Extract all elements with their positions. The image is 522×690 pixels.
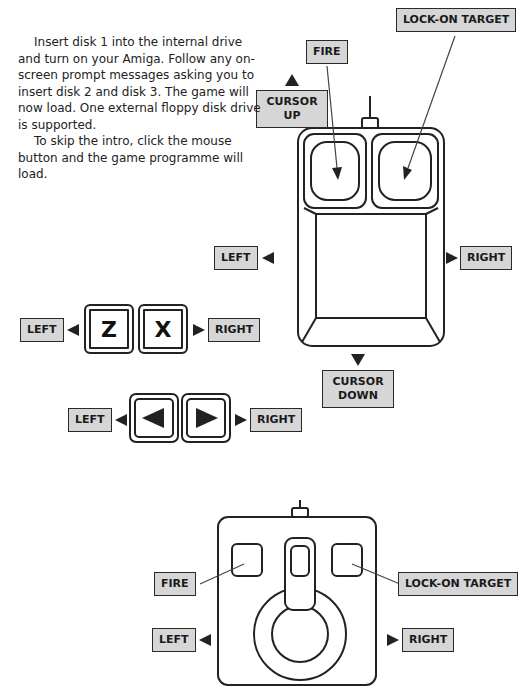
arrow-key — [130, 394, 178, 442]
joystick-cable — [299, 500, 301, 508]
leader-line — [200, 564, 244, 584]
control-text: CURSOR UP — [266, 95, 317, 122]
joystick-plug — [292, 508, 308, 517]
control-label: FIRE — [154, 572, 196, 596]
mouse-bevel — [302, 318, 316, 342]
control-text: RIGHT — [215, 323, 253, 336]
direction-arrow — [262, 252, 274, 264]
control-label: FIRE — [306, 40, 348, 64]
keyboard-key: Z — [84, 304, 134, 354]
direction-arrow — [235, 414, 247, 426]
control-text: LEFT — [159, 633, 189, 646]
direction-arrow — [193, 324, 205, 336]
key-letter: Z — [101, 317, 117, 342]
direction-arrow — [387, 634, 399, 646]
control-text: FIRE — [313, 45, 341, 58]
mouse-bevel — [426, 208, 438, 214]
mouse-body — [298, 128, 444, 346]
direction-arrow — [67, 324, 79, 336]
control-text: LEFT — [221, 251, 251, 264]
control-text: RIGHT — [257, 413, 295, 426]
arrow-key-inner — [187, 399, 225, 437]
joystick-button — [232, 544, 262, 576]
leader-line — [408, 36, 455, 168]
arrow-key-inner — [135, 399, 173, 437]
leader-line — [327, 66, 337, 168]
instructions-text: Insert disk 1 into the internal drive an… — [18, 34, 264, 183]
direction-arrow — [351, 354, 365, 366]
control-text: LEFT — [27, 323, 57, 336]
control-label: RIGHT — [208, 318, 260, 342]
control-text: CURSOR DOWN — [332, 375, 383, 402]
control-label: LEFT — [214, 246, 258, 270]
control-text: RIGHT — [467, 251, 505, 264]
instruction-paragraph: To skip the intro, click the mouse butto… — [18, 133, 264, 183]
instruction-paragraph: Insert disk 1 into the internal drive an… — [18, 34, 264, 133]
control-text: LOCK-ON TARGET — [405, 577, 511, 590]
joystick-base — [218, 517, 376, 685]
direction-arrow — [446, 252, 458, 264]
control-label: LEFT — [20, 318, 64, 342]
control-label: LOCK-ON TARGET — [396, 8, 516, 32]
control-text: FIRE — [161, 577, 189, 590]
mouse-cable — [369, 96, 371, 118]
control-text: LEFT — [75, 413, 105, 426]
right-arrow-glyph — [196, 408, 218, 428]
control-label: LOCK-ON TARGET — [398, 572, 518, 596]
leader-arrowhead — [332, 167, 342, 180]
joystick-ring — [272, 606, 328, 662]
mouse-bevel — [304, 208, 316, 214]
joystick-stick — [285, 538, 315, 610]
joystick-button — [332, 544, 362, 576]
left-arrow-glyph — [142, 408, 164, 428]
control-label: LEFT — [152, 628, 196, 652]
leader-arrowhead — [403, 166, 412, 180]
leader-line — [352, 564, 400, 584]
control-label: RIGHT — [402, 628, 454, 652]
direction-arrow — [285, 74, 299, 86]
mouse-button — [372, 134, 438, 208]
mouse-bevel — [426, 318, 440, 342]
control-label: CURSOR UP — [256, 90, 328, 128]
control-label: CURSOR DOWN — [322, 370, 394, 408]
direction-arrow — [199, 634, 211, 646]
control-label: RIGHT — [460, 246, 512, 270]
key-letter: X — [155, 317, 172, 342]
arrow-key — [182, 394, 230, 442]
control-label: LEFT — [68, 408, 112, 432]
direction-arrow — [115, 414, 127, 426]
control-text: LOCK-ON TARGET — [403, 13, 509, 26]
keyboard-key: X — [138, 304, 188, 354]
mouse-bevel — [316, 214, 426, 318]
joystick-stick-top — [291, 546, 309, 576]
mouse-button-inner — [379, 142, 431, 200]
control-label: RIGHT — [250, 408, 302, 432]
control-text: RIGHT — [409, 633, 447, 646]
